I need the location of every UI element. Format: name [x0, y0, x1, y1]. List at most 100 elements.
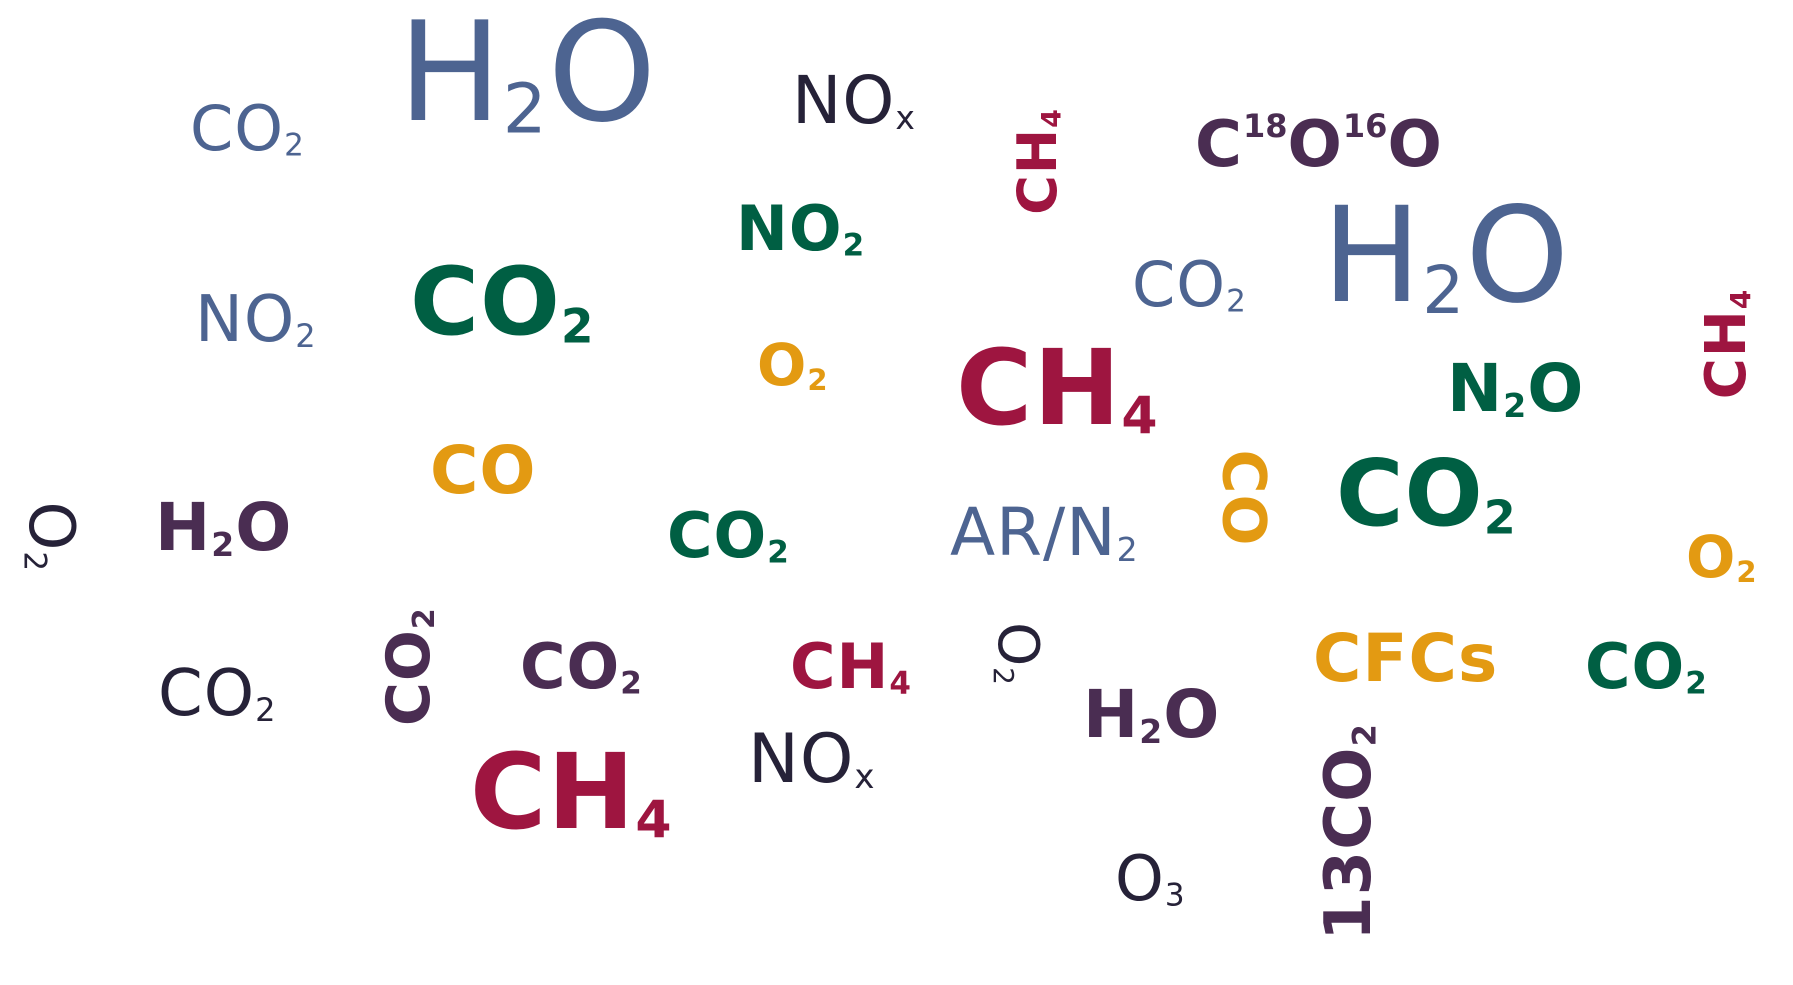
formula-subscript: 2	[1116, 529, 1139, 569]
formula-nox: NOx	[792, 68, 916, 134]
formula-text: CO	[1585, 630, 1686, 703]
formula-superscript: 16	[1342, 107, 1388, 145]
formula-text: O	[235, 489, 293, 566]
formula-subscript: 2	[1736, 555, 1758, 590]
formula-subscript: 4	[1724, 288, 1758, 310]
formula-co2-vertical: CO2	[374, 607, 444, 726]
formula-text: CO	[667, 499, 768, 572]
formula-o2-vertical: O2	[985, 622, 1050, 686]
formula-subscript: 4	[889, 665, 912, 702]
formula-text: CFCs	[1313, 620, 1499, 697]
formula-subscript: 2	[255, 690, 277, 729]
formula-ch4-vertical: CH4	[1694, 288, 1759, 399]
formula-text: NO	[736, 192, 843, 265]
formula-o2: O2	[757, 336, 829, 395]
formula-subscript: 4	[1121, 386, 1159, 447]
formula-text: NO	[748, 720, 855, 799]
formula-text: O	[984, 622, 1050, 668]
formula-ch4: CH4	[956, 336, 1159, 442]
formula-h2o: H2O	[1322, 190, 1570, 324]
formula-text: CH	[790, 630, 890, 703]
formula-text: H	[1083, 676, 1140, 753]
formula-h2o: H2O	[155, 495, 292, 561]
formula-text: 13CO	[1311, 746, 1386, 941]
formula-subscript: x	[895, 97, 916, 137]
formula-no2: NO2	[195, 288, 317, 352]
formula-ch4: CH4	[470, 740, 673, 846]
formula-text: CO	[430, 432, 537, 509]
formula-text: CO	[1208, 449, 1279, 547]
formula-subscript: 2	[620, 665, 643, 702]
formula-co2: CO2	[190, 98, 305, 162]
formula-co-vertical: CO	[1209, 449, 1279, 546]
formula-subscript: 2	[807, 363, 829, 398]
formula-subscript: 2	[211, 524, 236, 564]
formula-subscript: 2	[1685, 665, 1708, 702]
formula-ch4-vertical: CH4	[1006, 108, 1069, 215]
formula-n2o: N2O	[1447, 356, 1584, 422]
formula-text: O	[1115, 842, 1165, 915]
formula-text: CH	[956, 327, 1122, 449]
formula-subscript: 2	[407, 607, 443, 630]
formula-text: NO	[195, 283, 296, 357]
formula-text: N	[1447, 350, 1504, 427]
formula-text: CO	[190, 92, 285, 165]
formula-co2: CO2	[158, 662, 276, 726]
formula-subscript: 2	[560, 299, 595, 355]
formula-subscript: 2	[767, 534, 790, 571]
formula-subscript: 2	[1503, 385, 1528, 425]
formula-13co2-vertical: 13CO2	[1312, 723, 1386, 941]
formula-text: NO	[792, 62, 896, 139]
formula-subscript: 2	[284, 127, 305, 164]
formula-subscript: 2	[1226, 283, 1247, 320]
formula-subscript: 2	[986, 667, 1020, 686]
formula-subscript: 2	[295, 316, 317, 355]
formula-text: CO	[410, 248, 561, 357]
formula-text: O	[1465, 179, 1571, 333]
formula-text: CO	[520, 630, 621, 703]
formula-cfcs: CFCs	[1313, 626, 1498, 692]
formula-text: CO	[158, 657, 256, 731]
formula-text: H	[1322, 179, 1423, 333]
formula-text: AR/N	[950, 494, 1117, 571]
formula-c18o16o: C18O16O	[1195, 110, 1443, 177]
formula-text: H	[398, 0, 503, 153]
formula-co2: CO2	[410, 256, 595, 351]
formula-text: O	[757, 331, 808, 399]
formula-h2o: H2O	[1083, 682, 1220, 748]
formula-text: O	[547, 0, 658, 153]
formula-subscript: 2	[1422, 251, 1466, 329]
formula-text: CO	[373, 629, 444, 727]
formula-o2: O2	[1686, 528, 1758, 587]
formula-nox: NOx	[748, 726, 876, 798]
formula-ch4: CH4	[790, 636, 912, 700]
formula-subscript: 2	[842, 227, 866, 264]
formula-co2: CO2	[667, 505, 790, 569]
formula-superscript: 18	[1242, 107, 1288, 145]
formula-subscript: 4	[635, 790, 673, 851]
formula-subscript: 2	[16, 551, 53, 573]
formula-co2: CO2	[520, 636, 643, 700]
formula-h2o: H2O	[398, 4, 657, 144]
formula-subscript: x	[854, 757, 876, 798]
formula-text: CO	[1132, 248, 1227, 321]
formula-ar-n2: AR/N2	[950, 500, 1139, 566]
formula-subscript: 4	[1036, 108, 1068, 128]
formula-subscript: 2	[1483, 490, 1517, 545]
formula-text: O	[15, 501, 89, 552]
formula-subscript: 2	[1139, 711, 1164, 751]
formula-co2: CO2	[1132, 254, 1247, 318]
formula-text: CH	[470, 731, 636, 853]
formula-text: O	[1163, 676, 1221, 753]
formula-text: O	[1287, 107, 1343, 182]
formula-text: O	[1686, 523, 1737, 591]
formula-o2-vertical: O2	[15, 502, 88, 573]
formula-text: CO	[1336, 440, 1484, 547]
formula-text: O	[1387, 107, 1443, 182]
formula-text: C	[1195, 107, 1243, 182]
formula-co2: CO2	[1585, 636, 1708, 700]
formula-o3: O3	[1115, 848, 1186, 912]
formula-no2: NO2	[736, 198, 865, 262]
formula-text: CH	[1005, 127, 1069, 215]
formula-subscript: 2	[502, 69, 548, 150]
